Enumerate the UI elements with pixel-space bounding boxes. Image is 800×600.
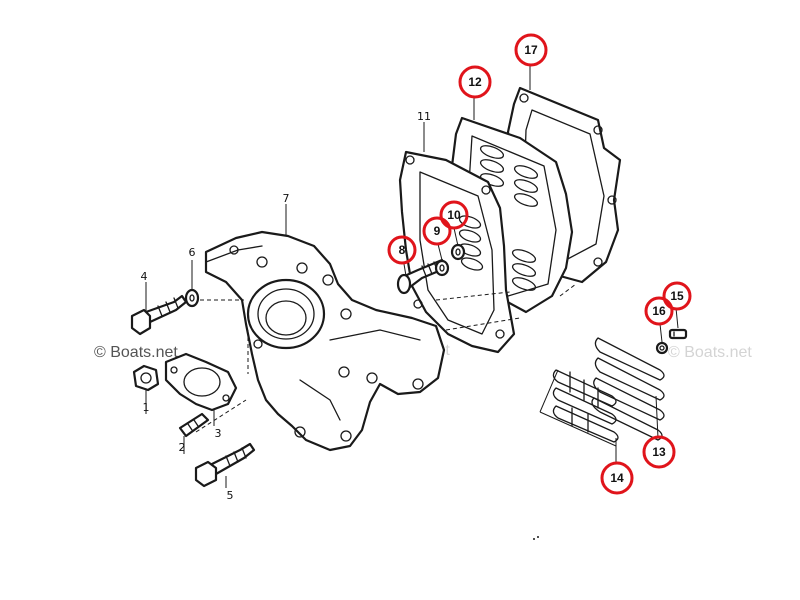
part-label-2: 2 xyxy=(179,441,186,454)
callout-13: 13 xyxy=(642,435,676,469)
stray-dot xyxy=(537,536,539,538)
callout-label-9: 9 xyxy=(434,224,441,238)
gasket-3 xyxy=(164,352,238,412)
callout-17: 17 xyxy=(514,33,548,67)
callout-label-17: 17 xyxy=(524,43,538,57)
part-label-4: 4 xyxy=(141,270,148,283)
callout-12: 12 xyxy=(458,65,492,99)
watermark-right: © Boats.net xyxy=(668,344,752,361)
stud-2 xyxy=(178,412,210,438)
callout-10: 10 xyxy=(439,200,469,230)
callout-label-8: 8 xyxy=(399,243,406,257)
callout-14: 14 xyxy=(600,461,634,495)
washer-10 xyxy=(450,243,466,261)
screw-15 xyxy=(668,328,688,340)
reed-petals-upper xyxy=(479,145,539,207)
reed-stopper-13 xyxy=(591,337,665,441)
callout-8: 8 xyxy=(387,235,417,265)
part-label-5: 5 xyxy=(227,489,234,502)
nut-1 xyxy=(132,364,160,392)
callout-label-15: 15 xyxy=(670,289,684,303)
gasket-11-petals xyxy=(458,215,484,271)
part-label-11: 11 xyxy=(417,110,431,123)
part-label-6: 6 xyxy=(189,246,196,259)
stray-dot xyxy=(533,538,535,540)
intake-manifold-7 xyxy=(204,230,446,452)
reed-petals-lower xyxy=(511,249,537,291)
callout-label-14: 14 xyxy=(610,471,624,485)
callout-label-12: 12 xyxy=(468,75,482,89)
washer-16 xyxy=(655,341,669,355)
part-label-1: 1 xyxy=(143,401,150,414)
part-label-3: 3 xyxy=(215,427,222,440)
callout-label-10: 10 xyxy=(447,208,461,222)
callout-label-13: 13 xyxy=(652,445,666,459)
washer-6 xyxy=(184,288,200,308)
callout-16: 16 xyxy=(644,296,674,326)
bolt-5 xyxy=(194,442,256,488)
washer-9 xyxy=(434,259,450,277)
watermark-left: © Boats.net xyxy=(94,344,178,361)
part-label-7: 7 xyxy=(283,192,290,205)
callout-label-16: 16 xyxy=(652,304,666,318)
callout-15: 15 xyxy=(662,281,692,311)
bolt-4 xyxy=(130,294,188,336)
callout-9: 9 xyxy=(422,216,452,246)
reed-petal-14 xyxy=(552,369,619,443)
